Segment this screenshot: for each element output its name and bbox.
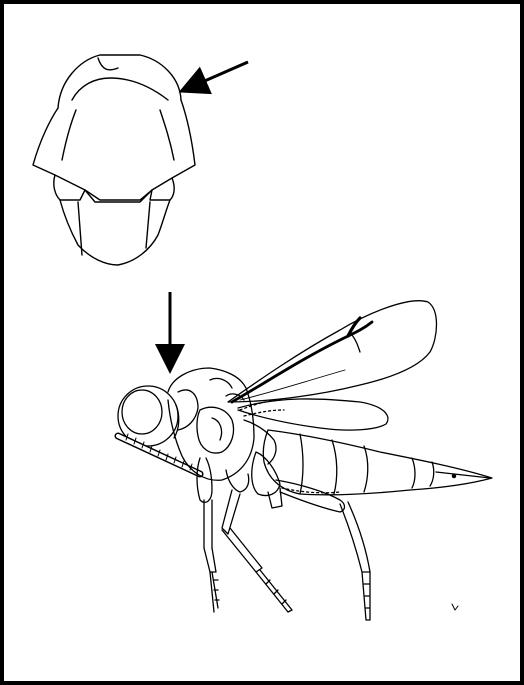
notaulus-right — [160, 110, 174, 160]
forewing-vein-2 — [352, 335, 360, 352]
pronotum-groove — [72, 78, 168, 100]
mesopleuron-inner — [212, 418, 222, 440]
gaster-spot — [452, 474, 455, 477]
gaster-tergite-3 — [364, 446, 368, 492]
foreleg-tarsus — [210, 572, 219, 612]
mesosoma-dorsal-view — [33, 55, 195, 265]
mesopleuron — [197, 407, 234, 453]
pronotum-lateral — [178, 390, 198, 430]
speck-mark — [452, 604, 458, 610]
mesoscutum-outline — [33, 100, 195, 200]
foreleg-tibia — [204, 548, 216, 572]
gaster-tergite-4 — [412, 458, 415, 488]
hindwing-dotted-area-2 — [244, 410, 284, 416]
forewing-vein-3 — [240, 370, 345, 400]
midleg-tarsus — [256, 570, 292, 612]
gaster-tergite-2 — [332, 440, 337, 494]
hindleg-tarsus — [362, 572, 370, 620]
midleg-coxa — [226, 470, 249, 492]
foreleg-coxa — [197, 458, 212, 502]
hindleg-tibia — [340, 502, 370, 572]
gaster-tergite-5 — [430, 462, 434, 486]
scutellum-lateral — [210, 378, 232, 388]
hindleg-femur — [276, 480, 345, 512]
pronotum-outline — [58, 55, 181, 108]
forewing-vein-costal — [232, 322, 372, 402]
notaulus-left — [62, 110, 76, 160]
midleg-femur — [222, 490, 240, 534]
pointer-arrow-top — [184, 62, 248, 90]
hindleg-trochanter — [268, 488, 282, 508]
hindleg-coxa — [252, 452, 280, 496]
propodeum-outline — [60, 200, 170, 265]
pronotum-notch — [98, 58, 118, 70]
antenna-inner — [118, 436, 200, 474]
propodeum-line-right — [146, 202, 150, 248]
wasp-lateral-habitus — [118, 301, 492, 620]
compound-eye — [122, 390, 162, 434]
